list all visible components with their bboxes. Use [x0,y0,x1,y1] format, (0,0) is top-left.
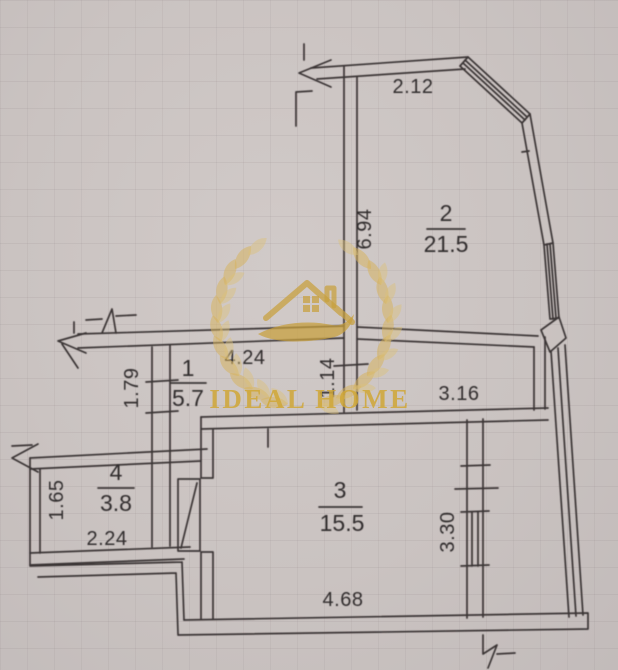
door-leaf-icon [177,478,201,552]
wall-bottom [177,612,589,636]
watermark-brand-text: IDEAL HOME [209,384,410,414]
wall-break-arrow-room2-icon [295,43,332,127]
room-4-label: 4 3.8 [97,459,135,516]
wall-connector-right [533,336,546,411]
wall-room4-top [29,448,208,470]
wall-room3-top [200,407,549,448]
room-3-label: 3 15.5 [318,477,365,536]
dim-room3-bottom-width: 4.68 [323,589,364,611]
room-labels: 1 5.7 2 21.5 3 15.5 4 3.8 [97,200,469,536]
wall-room4-left [29,457,41,566]
wall-room2-left [343,65,358,413]
bay-window-upper-icon [459,56,531,124]
room-1-number: 1 [182,355,195,381]
room-2-number: 2 [440,200,453,226]
wall-break-zigzag-hall-icon [85,308,137,334]
wall-room3-right [466,418,484,619]
house-icon [258,280,355,342]
watermark: IDEAL HOME [207,234,410,418]
room-3-area: 15.5 [320,510,365,536]
wall-hall-left [145,344,179,548]
room-1-label: 1 5.7 [170,355,207,411]
dim-room4-left-height: 1.65 [46,480,68,521]
dim-hall-left-height: 1.79 [121,368,143,409]
dim-room3-top-width: 3.16 [439,383,480,405]
ticks-room3-right [454,464,499,490]
room-3-number: 3 [334,477,347,503]
bay-wall [521,113,554,246]
room-4-number: 4 [110,459,123,485]
wall-exterior-right [550,344,584,618]
dimension-labels: 2.12 6.94 4.24 1.14 3.16 1.79 1.65 2.24 … [46,76,479,611]
dim-room3-right-height: 3.30 [437,512,459,553]
wall-room3-left [200,416,214,620]
dim-room2-top-width: 2.12 [393,76,434,98]
room3-window-icon [460,510,490,567]
wall-room4-bottom [29,546,191,566]
bay-corner-block [540,316,567,353]
bay-window-lower-icon [543,242,560,320]
wall-break-arrow-hall-icon [57,321,87,369]
wall-step-bottom-left [29,561,185,635]
room-4-area: 3.8 [100,490,132,516]
walls [11,43,589,669]
dim-room4-bottom-width: 2.24 [87,528,128,550]
wall-break-zigzag-bottom-icon [482,634,516,669]
room-2-label: 2 21.5 [424,200,469,257]
room-2-area: 21.5 [424,231,469,257]
tick-passage [333,363,369,367]
room-1-area: 5.7 [172,385,204,411]
dim-room2-left-height: 6.94 [354,209,376,250]
dim-passage-width: 1.14 [317,358,339,399]
wall-room2-top [310,56,469,80]
hand-swoosh-icon [258,314,354,342]
